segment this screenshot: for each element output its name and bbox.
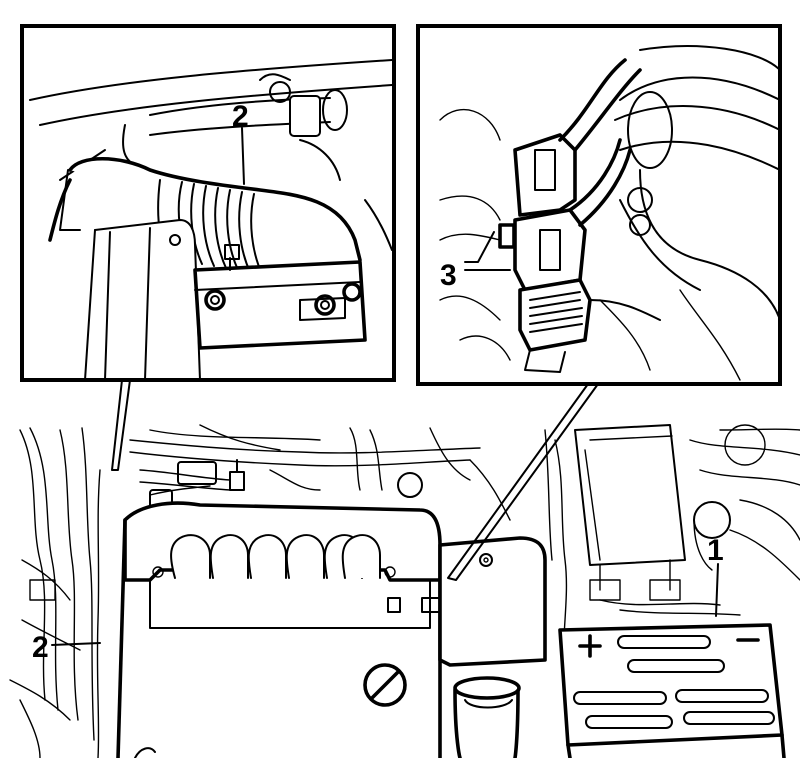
- inset-right: [416, 24, 782, 581]
- inset-right-leader: [447, 383, 599, 581]
- callout-label: 2: [32, 631, 49, 664]
- callout-2-inset: 2: [232, 100, 249, 185]
- engine-bay-background-lines: [9, 424, 800, 758]
- callout-label: 1: [707, 534, 724, 567]
- plus-terminal-icon: [578, 634, 602, 658]
- connector-ribs: [529, 291, 583, 333]
- callout-1: 1: [707, 534, 724, 617]
- inset-left: [20, 24, 396, 471]
- inset-left-leader: [111, 379, 131, 471]
- callout-2-main: 2: [32, 631, 101, 664]
- callout-label: 3: [440, 259, 457, 292]
- intake-manifold: [116, 501, 442, 758]
- callout-3: 3: [440, 231, 511, 292]
- battery: [558, 623, 786, 758]
- callout-label: 2: [232, 100, 249, 133]
- control-module: [387, 536, 547, 758]
